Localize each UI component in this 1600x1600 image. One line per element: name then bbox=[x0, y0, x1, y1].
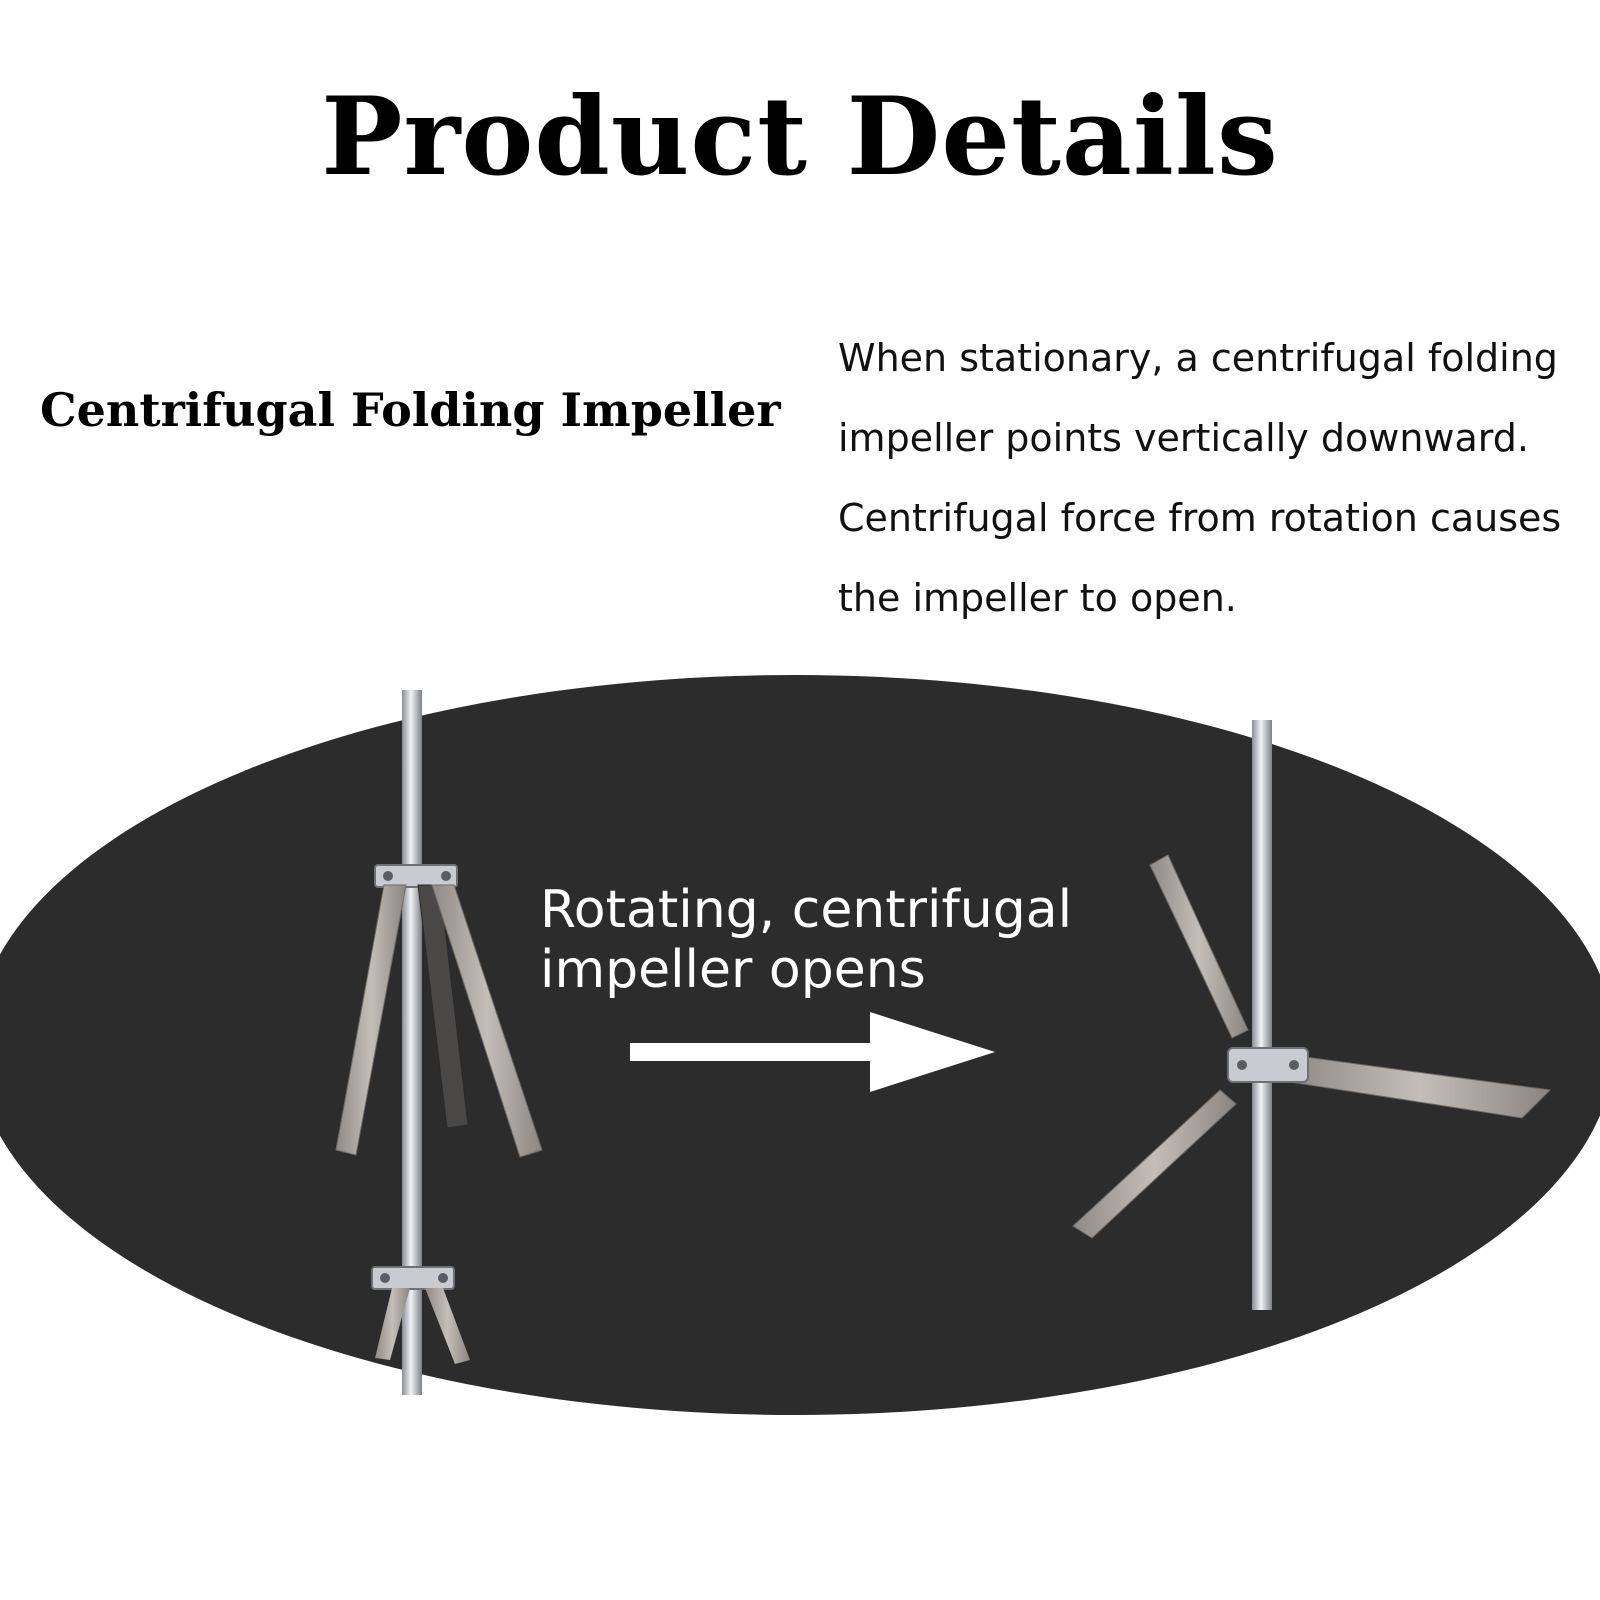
feature-description-line: When stationary, a centrifugal folding bbox=[838, 336, 1558, 380]
right-arrow-icon bbox=[630, 1012, 995, 1092]
open-blade bbox=[1149, 854, 1249, 1039]
folded-blade bbox=[431, 884, 543, 1158]
hub-clamp bbox=[374, 864, 458, 888]
page-title: Product Details bbox=[321, 74, 1279, 200]
feature-description: When stationary, a centrifugal folding i… bbox=[838, 318, 1578, 638]
feature-description-line: impeller points vertically downward. bbox=[838, 416, 1529, 460]
closed-impeller bbox=[335, 690, 543, 1395]
open-blade bbox=[1072, 1089, 1237, 1239]
folded-blade bbox=[335, 884, 407, 1156]
feature-description-line: the impeller to open. bbox=[838, 576, 1237, 620]
caption-line: impeller opens bbox=[540, 940, 926, 1000]
feature-name: Centrifugal Folding Impeller bbox=[40, 383, 781, 437]
illustration-caption: Rotating, centrifugal impeller opens bbox=[540, 880, 1140, 1000]
shaft-rod bbox=[1252, 720, 1272, 1310]
hub-clamp bbox=[1227, 1047, 1309, 1083]
feature-description-line: Centrifugal force from rotation causes bbox=[838, 496, 1562, 540]
impeller-illustration: Rotating, centrifugal impeller opens bbox=[0, 660, 1600, 1420]
caption-line: Rotating, centrifugal bbox=[540, 880, 1073, 940]
hub-clamp bbox=[371, 1266, 455, 1290]
illustration-graphic bbox=[0, 675, 1600, 1415]
open-impeller bbox=[1072, 720, 1552, 1310]
